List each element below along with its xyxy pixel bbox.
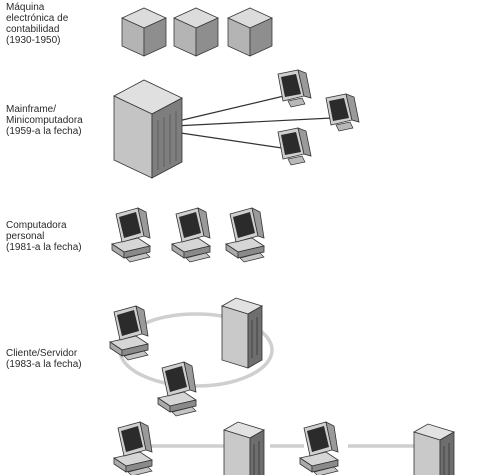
accounting-machine-icon-2 xyxy=(173,7,219,57)
era-label-accounting-machine: Máquina electrónica de contabilidad (193… xyxy=(6,2,69,46)
server-icon xyxy=(221,297,263,369)
terminal-monitor-icon-2 xyxy=(325,93,360,132)
accounting-machine-icon-3 xyxy=(227,7,273,57)
era-label-personal-computer: Computadora personal (1981-a la fecha) xyxy=(6,220,82,253)
terminal-monitor-icon-1 xyxy=(277,69,312,108)
mainframe-icon xyxy=(113,79,183,179)
server-icon-3 xyxy=(413,423,455,475)
client-computer-icon-1 xyxy=(109,305,149,361)
client-computer-icon-3 xyxy=(113,421,153,475)
mainframe-links xyxy=(173,95,333,149)
terminal-monitor-icon-3 xyxy=(277,127,312,166)
client-computer-icon-2 xyxy=(157,361,197,417)
personal-computer-icon-1 xyxy=(111,207,151,263)
client-computer-icon-4 xyxy=(299,421,339,475)
era-label-mainframe: Mainframe/ Minicomputadora (1959-a la fe… xyxy=(6,104,83,137)
personal-computer-icon-3 xyxy=(225,207,265,263)
personal-computer-icon-2 xyxy=(171,207,211,263)
server-icon-2 xyxy=(223,421,265,475)
accounting-machine-icon-1 xyxy=(121,7,167,57)
era-label-client-server: Cliente/Servidor (1983-a la fecha) xyxy=(6,348,82,370)
